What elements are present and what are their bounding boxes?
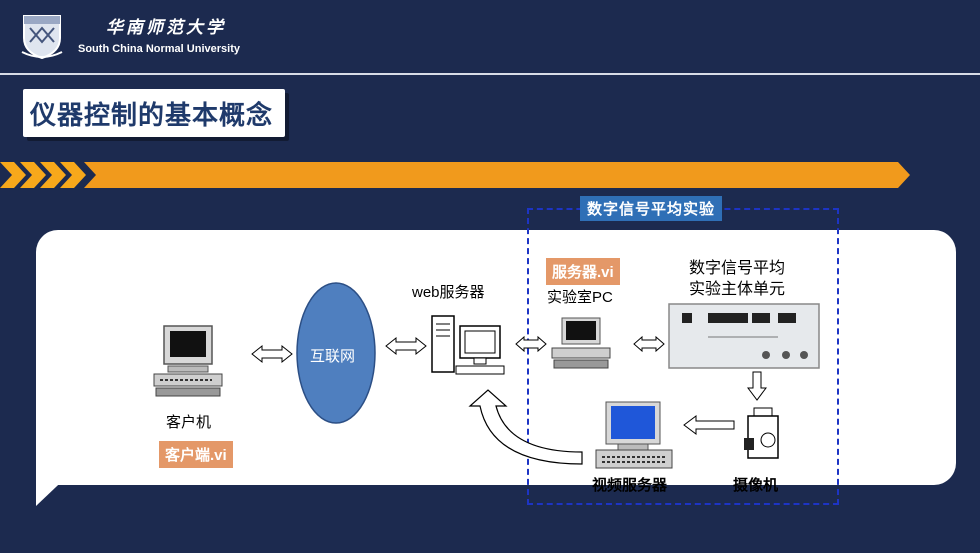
lab-computer-icon	[551, 317, 611, 369]
web-server-label: web服务器	[412, 284, 485, 301]
chevron-icon	[40, 162, 66, 188]
chevron-icon	[0, 162, 26, 188]
header-divider	[0, 73, 980, 75]
video-server-icon	[595, 401, 673, 469]
server-vi-tag: 服务器.vi	[546, 258, 620, 285]
slide-title: 仪器控制的基本概念	[30, 100, 274, 130]
unit-label-line1: 数字信号平均	[689, 260, 786, 277]
client-vi-tag: 客户端.vi	[159, 441, 233, 468]
client-label: 客户机	[166, 414, 212, 431]
chevron-icon	[20, 162, 46, 188]
card-tail	[36, 468, 76, 506]
web-server-icon	[431, 315, 505, 375]
double-arrow-icon	[385, 336, 427, 356]
orange-banner	[0, 162, 910, 188]
university-name-cn: 华南师范大学	[106, 18, 226, 38]
internet-ellipse	[296, 282, 376, 424]
experiment-unit-icon	[668, 303, 820, 369]
internet-label: 互联网	[310, 348, 356, 365]
double-arrow-icon	[633, 335, 665, 353]
double-arrow-icon	[251, 344, 293, 364]
camera-icon	[744, 407, 779, 459]
left-arrow-icon	[683, 415, 735, 435]
university-name-en: South China Normal University	[78, 43, 240, 55]
experiment-box-label: 数字信号平均实验	[580, 196, 723, 221]
down-arrow-icon	[747, 371, 767, 401]
video-server-label: 视频服务器	[592, 477, 668, 494]
chevron-icon	[60, 162, 86, 188]
title-box	[23, 89, 285, 137]
client-computer-icon	[153, 325, 223, 397]
unit-label-line2: 实验主体单元	[689, 281, 786, 298]
curved-up-arrow-icon	[468, 389, 583, 465]
double-arrow-icon	[515, 335, 547, 353]
university-logo	[21, 15, 63, 60]
camera-label: 摄像机	[733, 477, 779, 494]
lab-pc-label: 实验室PC	[547, 289, 613, 306]
